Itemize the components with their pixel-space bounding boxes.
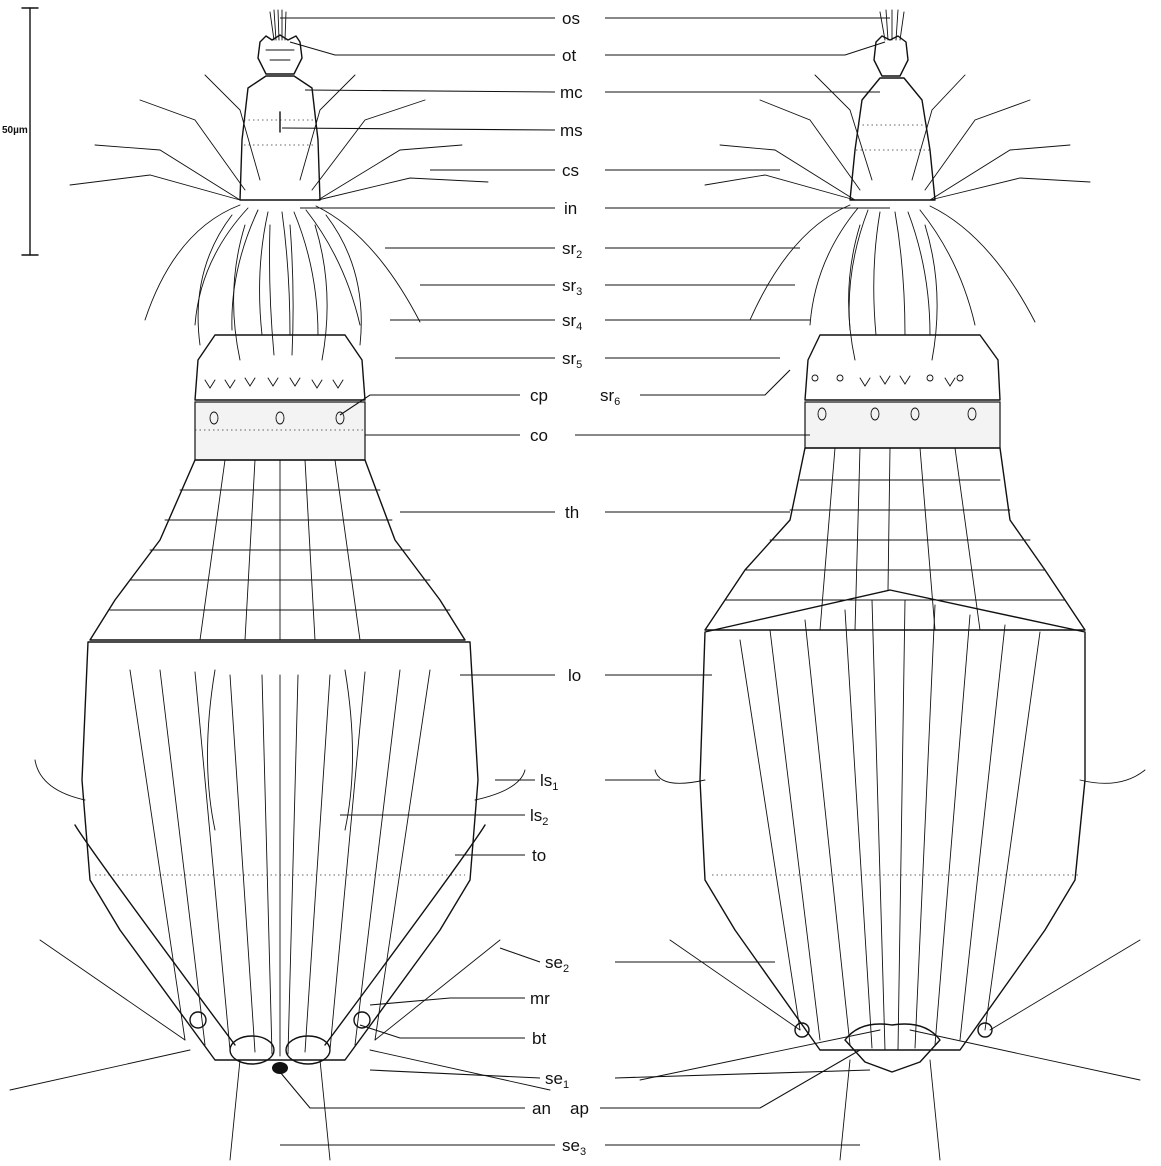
scale-bar: 50µm bbox=[2, 8, 38, 255]
thorax-right bbox=[705, 448, 1085, 630]
scalids-right bbox=[750, 205, 1035, 360]
oral-stylets-right bbox=[880, 10, 904, 40]
collar-right bbox=[805, 402, 1000, 448]
clavoscalids-left bbox=[70, 75, 488, 200]
collar-left bbox=[195, 402, 365, 460]
label-ls2: ls2 bbox=[530, 806, 548, 828]
label-co: co bbox=[530, 426, 548, 445]
label-cs: cs bbox=[562, 161, 579, 180]
anal-plates-right bbox=[845, 1024, 940, 1072]
label-se2: se2 bbox=[545, 953, 569, 975]
label-os: os bbox=[562, 9, 580, 28]
label-ls1: ls1 bbox=[540, 771, 558, 793]
label-cp: cp bbox=[530, 386, 548, 405]
specimen-right bbox=[640, 10, 1145, 1160]
mouth-cone-left bbox=[240, 76, 320, 200]
label-sr4: sr4 bbox=[562, 311, 582, 333]
label-in: in bbox=[564, 199, 577, 218]
scale-bar-label: 50µm bbox=[2, 125, 28, 136]
label-sr3: sr3 bbox=[562, 276, 582, 298]
label-ot: ot bbox=[562, 46, 576, 65]
label-ms: ms bbox=[560, 121, 583, 140]
scalids-left bbox=[145, 205, 420, 360]
label-mc: mc bbox=[560, 83, 583, 102]
label-to: to bbox=[532, 846, 546, 865]
clavoscalids-right bbox=[705, 75, 1090, 200]
specimen-left bbox=[10, 10, 550, 1160]
mouth-cone-right bbox=[850, 78, 935, 200]
label-th: th bbox=[565, 503, 579, 522]
oral-tube-left bbox=[258, 35, 302, 74]
label-sr5: sr5 bbox=[562, 349, 582, 371]
introvert-right bbox=[805, 335, 1000, 400]
label-mr: mr bbox=[530, 989, 550, 1008]
label-an: an bbox=[532, 1099, 551, 1118]
label-sr6: sr6 bbox=[600, 386, 620, 408]
label-sr2: sr2 bbox=[562, 239, 582, 261]
label-se1: se1 bbox=[545, 1069, 569, 1091]
introvert-left bbox=[195, 335, 365, 400]
oral-tube-right bbox=[874, 36, 908, 76]
labels: os ot mc ms cs in sr2 sr3 sr4 sr5 cp sr6… bbox=[530, 9, 620, 1158]
lorica-right bbox=[700, 590, 1085, 1050]
label-se3: se3 bbox=[562, 1136, 586, 1158]
label-lo: lo bbox=[568, 666, 581, 685]
label-bt: bt bbox=[532, 1029, 546, 1048]
label-ap: ap bbox=[570, 1099, 589, 1118]
